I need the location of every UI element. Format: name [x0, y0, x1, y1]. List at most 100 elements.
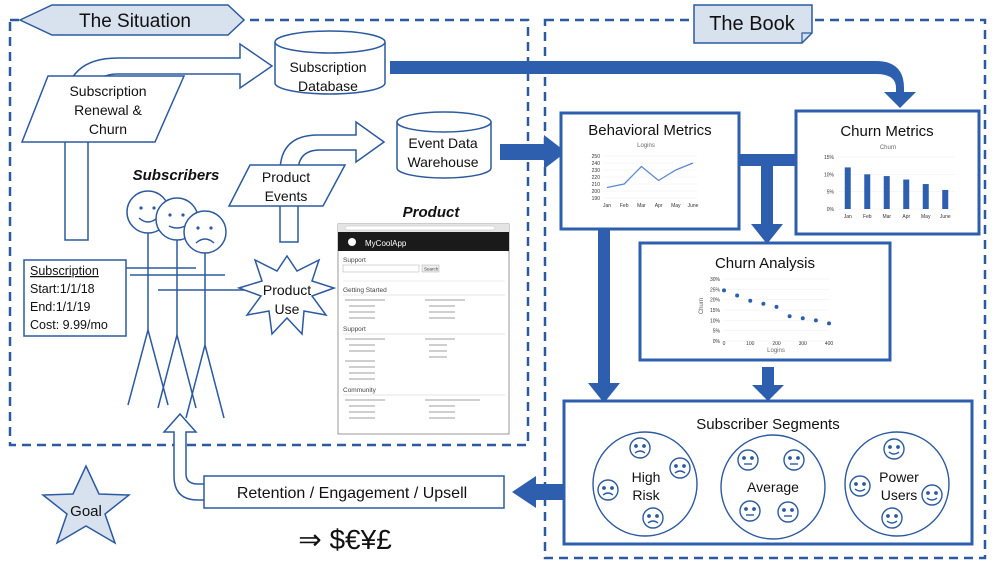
churn-x-ticks: Jan Feb Mar Apr May June — [844, 214, 951, 220]
segment-average-label: Average — [747, 479, 799, 495]
scatter-x-tick: 300 — [799, 341, 808, 347]
app-name: MyCoolApp — [365, 239, 407, 248]
behavioral-to-segments-arrow — [588, 229, 620, 403]
scatter-y-tick: 25% — [710, 287, 721, 293]
churn-x-tick: Jan — [844, 214, 852, 220]
logins-x-tick: June — [688, 203, 699, 209]
product-label: Product — [403, 204, 461, 221]
behavioral-metrics-title: Behavioral Metrics — [588, 122, 711, 139]
segments-title: Subscriber Segments — [696, 416, 839, 433]
warehouse-to-behavioral-arrow — [500, 135, 566, 169]
scatter-y-tick: 5% — [713, 329, 721, 335]
retention-box — [203, 475, 505, 509]
scatter-point — [761, 301, 766, 306]
churn-analysis-box — [638, 241, 892, 362]
scatter-point — [813, 318, 818, 323]
app-search-button: Search — [424, 267, 439, 272]
scatter-y-tick: 0% — [713, 339, 721, 345]
db-label-1: Subscription — [289, 59, 366, 75]
scatter-point — [800, 316, 805, 321]
renewal-label-1: Subscription — [69, 83, 146, 99]
churn-bar — [883, 176, 890, 209]
subscribers-label: Subscribers — [133, 167, 220, 184]
scatter-x-tick: 100 — [746, 341, 755, 347]
logins-y-tick: 240 — [592, 161, 601, 167]
events-to-warehouse-arrow — [279, 120, 386, 243]
segment-power-users-label-2: Users — [881, 487, 918, 503]
analysis-to-segments-arrow — [752, 367, 784, 401]
logins-x-tick: May — [671, 203, 681, 209]
churn-bar — [844, 167, 851, 209]
logins-chart-title: Logins — [637, 143, 655, 149]
segment-high-risk-label-1: High — [632, 469, 661, 485]
subscription-end: End:1/1/19 — [30, 300, 91, 314]
churn-bar — [903, 179, 910, 209]
logins-gridlines — [603, 155, 697, 199]
retention-to-situation-arrow — [162, 412, 209, 501]
situation-frame — [8, 18, 530, 447]
churn-x-tick: June — [940, 214, 951, 220]
app-support-header: Support — [343, 257, 366, 264]
segment-average — [720, 434, 826, 540]
churn-bar — [864, 174, 871, 209]
scatter-point — [748, 298, 753, 303]
churn-bars — [844, 167, 949, 209]
subscription-start: Start:1/1/18 — [30, 282, 95, 296]
app-support-section: Support — [343, 326, 366, 333]
renewal-label-3: Churn — [89, 121, 127, 137]
churn-y-tick: 15% — [824, 155, 835, 161]
logins-x-tick: Apr — [655, 203, 663, 209]
scatter-x-label: Logins — [767, 348, 785, 354]
renewal-label-2: Renewal & — [74, 102, 142, 118]
logins-x-tick: Mar — [637, 203, 646, 209]
app-community-section: Community — [343, 387, 377, 394]
logins-y-tick: 220 — [592, 175, 601, 181]
churn-x-tick: Mar — [882, 214, 891, 220]
logins-x-tick: Feb — [620, 203, 629, 209]
book-frame — [543, 18, 987, 560]
segment-power-users — [844, 431, 950, 537]
scatter-gridlines — [724, 278, 829, 342]
product-screenshot: MyCoolApp Support Search Getting Started… — [337, 223, 510, 435]
churn-chart-title: Churn — [880, 145, 896, 151]
churn-x-tick: Apr — [902, 214, 910, 220]
scatter-y-ticks: 30%25%20%15%10%5%0% — [710, 277, 721, 345]
churn-y-ticks: 15%10%5%0% — [824, 155, 835, 213]
subscription-database — [274, 30, 386, 95]
product-use-burst — [236, 254, 337, 336]
logins-y-tick: 250 — [592, 154, 601, 160]
logins-series-line — [606, 162, 694, 189]
events-label-2: Events — [265, 188, 308, 204]
scatter-y-label: Churn — [699, 298, 705, 314]
churn-bar — [922, 184, 929, 209]
churn-metrics-box — [794, 109, 981, 236]
churn-bar — [942, 189, 949, 209]
churn-x-tick: Feb — [863, 214, 872, 220]
logins-x-tick: Jan — [603, 203, 611, 209]
app-getting-started: Getting Started — [343, 287, 387, 294]
churn-y-tick: 10% — [824, 172, 835, 178]
events-parallelogram — [227, 164, 347, 207]
churn-x-tick: May — [921, 214, 931, 220]
churn-analysis-title: Churn Analysis — [715, 255, 815, 272]
scatter-point — [774, 304, 779, 309]
book-title: The Book — [709, 13, 796, 35]
warehouse-label-2: Warehouse — [407, 154, 478, 170]
churn-y-tick: 0% — [827, 207, 835, 213]
goal-star — [40, 464, 132, 545]
scatter-y-tick: 30% — [710, 277, 721, 283]
renewal-parallelogram — [20, 75, 186, 143]
event-data-warehouse — [396, 111, 492, 179]
situation-title-tag — [18, 4, 246, 36]
db-label-2: Database — [298, 78, 358, 94]
subscription-heading: Subscription — [30, 264, 99, 278]
behavioral-metrics-box — [559, 111, 741, 231]
segment-high-risk — [592, 431, 698, 537]
db-to-churn-metrics-arrow — [390, 61, 916, 108]
